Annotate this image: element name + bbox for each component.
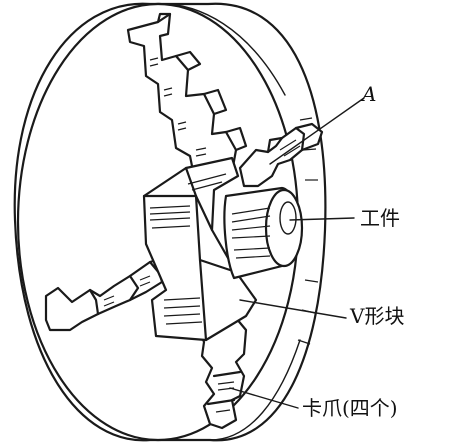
jaw-top <box>126 12 248 182</box>
leader-jaw <box>229 387 299 409</box>
jaw-left <box>44 254 188 332</box>
leader-a <box>269 97 365 165</box>
jaw-bottom <box>194 316 248 430</box>
leader-workpiece <box>289 217 355 221</box>
leader-v-block <box>239 299 347 319</box>
label-v-block: V形块 <box>350 304 405 328</box>
workpiece-cylinder <box>223 186 304 280</box>
label-workpiece: 工件 <box>360 206 400 230</box>
label-jaw: 卡爪(四个) <box>302 396 398 420</box>
v-block <box>142 156 258 342</box>
label-a: A <box>362 82 377 106</box>
leader-lines <box>229 97 365 409</box>
jaw-right <box>238 122 324 188</box>
